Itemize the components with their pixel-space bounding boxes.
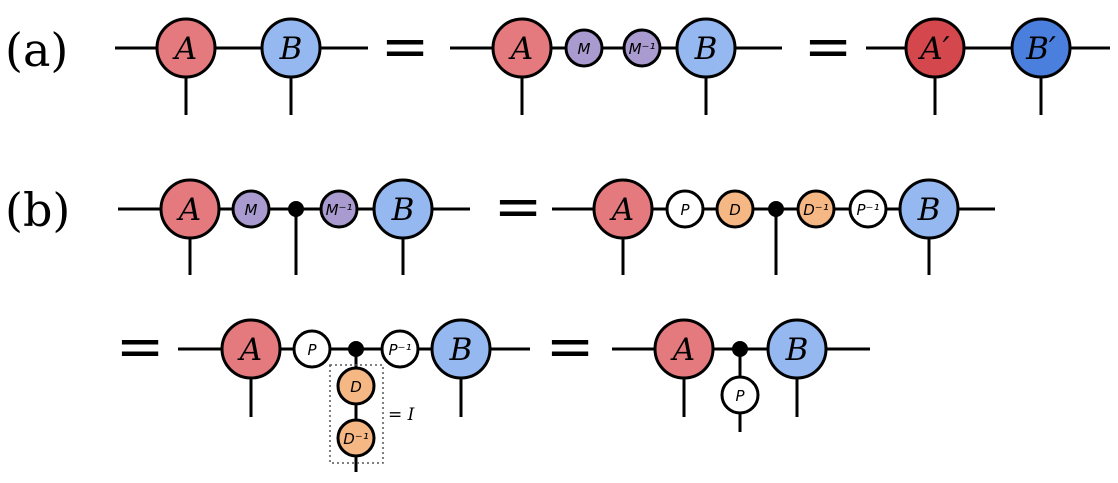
- panel-a-term-2: A M M⁻¹ B: [450, 17, 782, 115]
- tensor-b: [260, 17, 322, 79]
- tensor-a: [653, 318, 715, 380]
- tensor-b: [766, 318, 828, 380]
- tensor-p-label: P: [307, 341, 317, 359]
- tensor-b-label: B: [449, 332, 473, 368]
- tensor-p: [665, 189, 705, 229]
- tensor-a-prime-label: A′: [917, 31, 949, 67]
- tensor-a: [159, 178, 221, 240]
- tensor-d-inverse-label: D⁻¹: [803, 201, 828, 219]
- equals-sign: =: [804, 12, 853, 80]
- panel-label-b: (b): [5, 183, 70, 237]
- tensor-p-inverse-label: P⁻¹: [857, 201, 880, 219]
- identity-note: = I: [388, 405, 415, 425]
- tensor-b-prime-label: B′: [1025, 31, 1056, 67]
- tensor-p: [292, 329, 332, 369]
- tensor-d: [715, 189, 755, 229]
- tensor-a: [220, 318, 282, 380]
- panel-label-a: (a): [5, 23, 68, 77]
- panel-b-term-3: A P P⁻¹ B D D⁻¹ = I: [178, 318, 530, 472]
- equals-sign: =: [494, 172, 543, 240]
- tensor-a-label: A: [670, 332, 695, 368]
- equals-sign: =: [116, 312, 165, 380]
- tensor-d-inverse: [336, 418, 376, 458]
- tensor-p-label: P: [680, 201, 690, 219]
- tensor-a-label: A: [237, 332, 262, 368]
- copy-tensor-dot: [768, 201, 784, 217]
- tensor-d: [336, 366, 376, 406]
- tensor-p-inverse: [848, 189, 888, 229]
- tensor-b: [430, 318, 492, 380]
- tensor-m: [564, 28, 604, 68]
- tensor-b-label: B: [279, 31, 303, 67]
- tensor-b-label: B: [917, 192, 941, 228]
- tensor-b-prime: [1010, 17, 1072, 79]
- tensor-a: [491, 17, 553, 79]
- tensor-m-inverse-label: M⁻¹: [629, 40, 656, 58]
- equals-sign: =: [381, 12, 430, 80]
- tensor-b-label: B: [391, 192, 415, 228]
- tensor-p-inverse: [380, 329, 420, 369]
- panel-b-term-1: A M M⁻¹ B: [118, 178, 470, 275]
- identity-box: [329, 364, 384, 464]
- copy-tensor-dot: [288, 201, 304, 217]
- panel-a-term-3: A′ B′: [866, 17, 1110, 115]
- equals-sign: =: [546, 312, 595, 380]
- tensor-b-label: B: [694, 31, 718, 67]
- tensor-a-prime: [904, 17, 966, 79]
- tensor-b-label: B: [785, 332, 809, 368]
- tensor-a: [155, 17, 217, 79]
- tensor-a: [592, 178, 654, 240]
- tensor-p: [720, 375, 760, 415]
- tensor-m-inverse: [622, 28, 662, 68]
- tensor-b: [372, 178, 434, 240]
- tensor-b: [898, 178, 960, 240]
- tensor-m-inverse-label: M⁻¹: [326, 201, 353, 219]
- panel-b-term-2: A P D D⁻¹ P⁻¹ B: [552, 178, 995, 275]
- tensor-m-inverse: [319, 189, 359, 229]
- tensor-a-label: A: [172, 31, 197, 67]
- tensor-a-label: A: [609, 192, 634, 228]
- tensor-d-inverse: [796, 189, 836, 229]
- tensor-m: [231, 189, 271, 229]
- copy-tensor-dot: [732, 341, 748, 357]
- tensor-b: [675, 17, 737, 79]
- panel-a: (a) A B = A M M⁻¹ B =: [5, 12, 1110, 115]
- tensor-p-label: P: [735, 387, 745, 405]
- tensor-m-label: M: [578, 40, 591, 58]
- tensor-d-label: D: [729, 201, 741, 219]
- tensor-a-label: A: [176, 192, 201, 228]
- tensor-d-inverse-label: D⁻¹: [343, 430, 368, 448]
- panel-b: (b) A M M⁻¹ B = A P: [5, 172, 995, 472]
- panel-b-term-4: A B P: [612, 318, 870, 432]
- tensor-m-label: M: [245, 201, 258, 219]
- tensor-d-label: D: [350, 378, 362, 396]
- tensor-a-label: A: [508, 31, 533, 67]
- panel-a-term-1: A B: [115, 17, 368, 115]
- copy-tensor-dot: [348, 341, 364, 357]
- tensor-p-inverse-label: P⁻¹: [389, 341, 412, 359]
